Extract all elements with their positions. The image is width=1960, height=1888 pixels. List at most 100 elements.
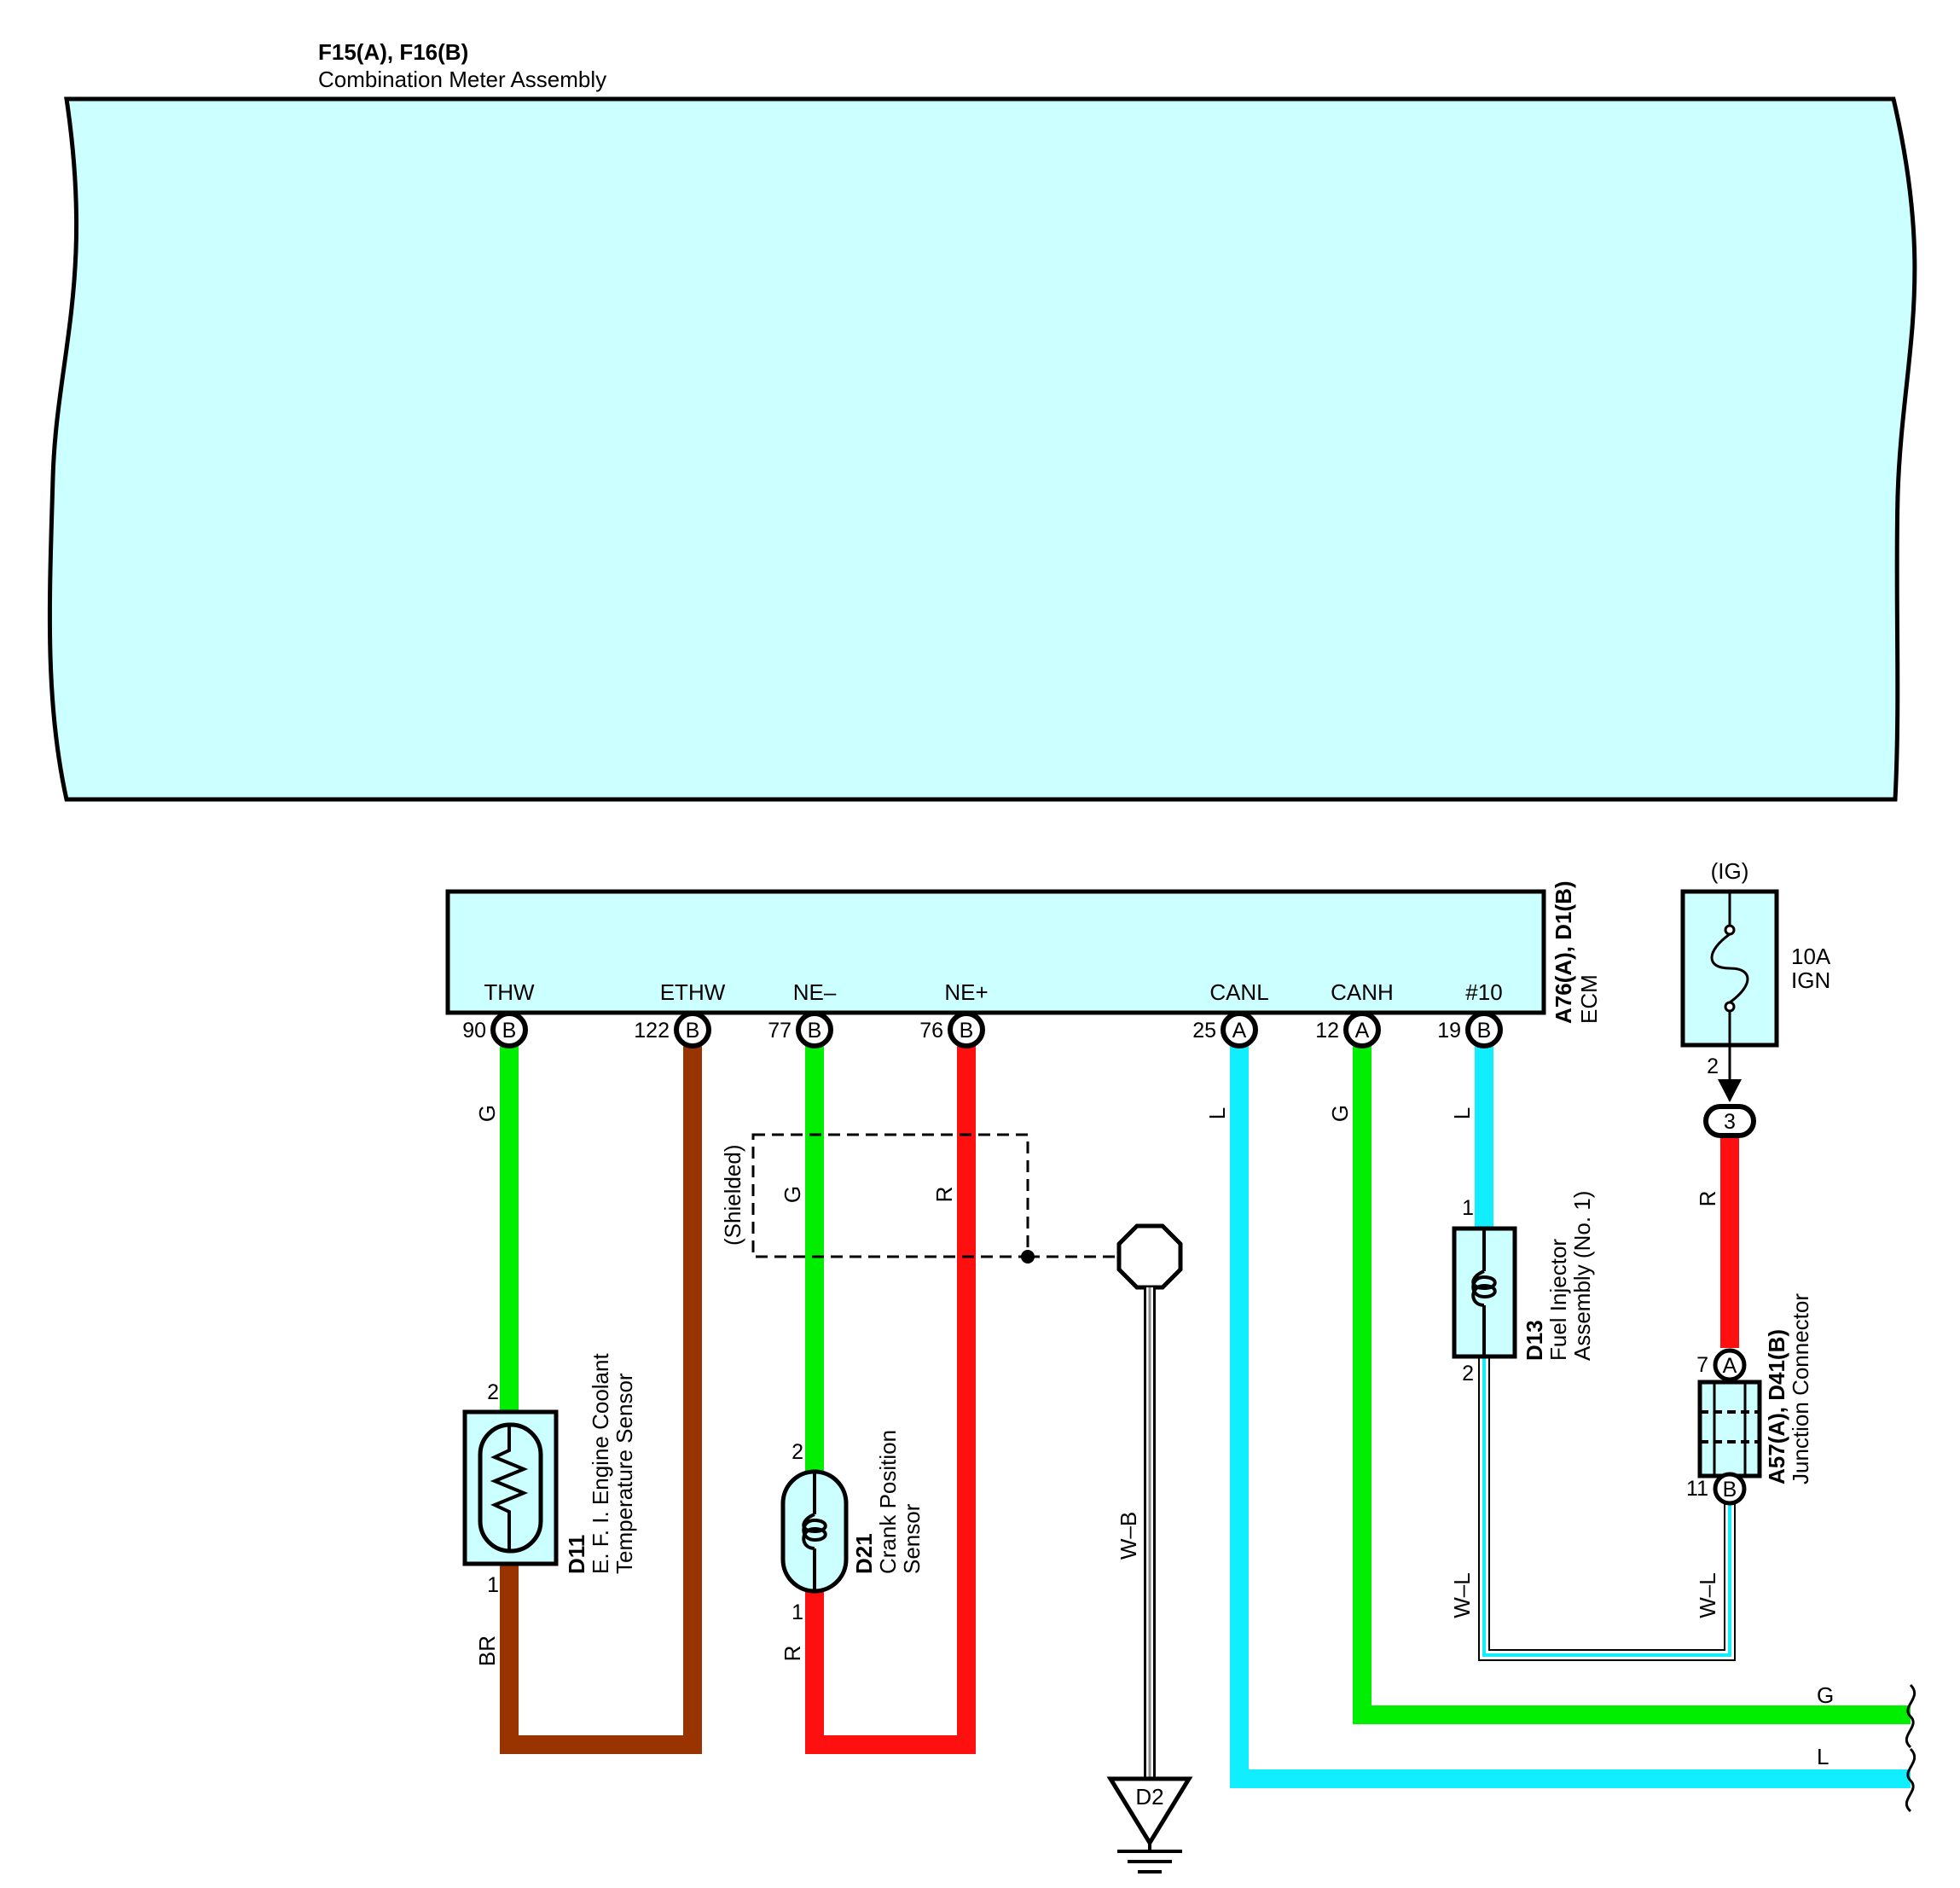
wire-label-bus-l: L	[1817, 1744, 1829, 1769]
fuse-dot-bottom	[1724, 1001, 1736, 1013]
coolant-pin-bottom: 1	[487, 1573, 499, 1597]
pin-conn-canl: A	[1232, 1019, 1247, 1043]
ecm-id: A76(A), D1(B)	[1551, 880, 1576, 1024]
wire-injector-return-fill	[1480, 1356, 1734, 1659]
junction-conn-top: A	[1723, 1354, 1737, 1378]
meter-subtitle: Combination Meter Assembly	[318, 67, 606, 92]
pin-conn-ne-plus: B	[960, 1019, 974, 1043]
wire-label-canh: G	[1327, 1105, 1353, 1122]
junction-box	[1697, 1380, 1762, 1478]
pin-conn-ne-minus: B	[808, 1019, 822, 1043]
injector-pin-top: 1	[1462, 1196, 1474, 1220]
wire-label-coolant-return: BR	[474, 1635, 500, 1666]
ecm-name: ECM	[1576, 974, 1602, 1024]
injector-pin-bottom: 2	[1462, 1362, 1474, 1386]
pin-circle-ne-minus	[796, 1011, 833, 1049]
fuse-circuit: (IG)	[1711, 858, 1749, 884]
coolant-pin-top: 2	[487, 1380, 499, 1404]
fuse-arrow-icon	[1718, 1079, 1742, 1102]
pin-circle-thw	[490, 1011, 528, 1049]
pin-num-canh: 12	[1315, 1019, 1339, 1043]
pin-circle-10	[1465, 1011, 1503, 1049]
terminal-canl-label: CANL	[1209, 979, 1268, 1005]
pin-num-canl: 25	[1192, 1019, 1216, 1043]
wire-label-canl: L	[1204, 1107, 1230, 1119]
ecm-box	[445, 889, 1546, 1015]
terminal-ne-plus-label: NE+	[944, 979, 988, 1005]
pin-conn-thw: B	[502, 1019, 517, 1043]
ecm-pins: B 90 B 122 B 77 B 76 A 25 A 12 B 19	[462, 1011, 1503, 1049]
terminal-10-label: #10	[1465, 979, 1502, 1005]
crank-pin-top: 2	[792, 1440, 803, 1464]
crank-id: D21	[851, 1533, 877, 1574]
terminal-canh-label: CANH	[1331, 979, 1394, 1005]
pin-num-ne-minus: 77	[768, 1019, 792, 1043]
wire-label-shield-ground: W–B	[1116, 1512, 1141, 1560]
coolant-line2: Temperature Sensor	[612, 1373, 637, 1574]
fuse-dot-top	[1724, 924, 1736, 936]
junction-id: A57(A), D41(B)	[1764, 1329, 1789, 1484]
wire-label-thw: G	[474, 1105, 500, 1122]
junction-pin-bottom: 11	[1686, 1477, 1708, 1501]
meter-title: F15(A), F16(B)	[318, 39, 468, 65]
terminal-thw-label: THW	[484, 979, 535, 1005]
pin-num-ethw: 122	[634, 1019, 670, 1043]
pin-num-10: 19	[1437, 1019, 1461, 1043]
junction-pin-top-circle	[1713, 1348, 1747, 1382]
combination-meter-box	[47, 96, 1917, 802]
pin-circle-canh	[1343, 1011, 1381, 1049]
terminal-ethw-label: ETHW	[660, 979, 726, 1005]
coolant-id: D11	[564, 1535, 589, 1574]
junction-pin-bottom-circle	[1713, 1472, 1747, 1506]
bus-g-end-icon	[1905, 1683, 1917, 1749]
junction-conn-bottom: B	[1723, 1478, 1737, 1502]
fuse-pin: 2	[1707, 1054, 1719, 1078]
fuse-connector	[1703, 1104, 1756, 1138]
wire-canh	[1353, 1045, 1911, 1724]
shield-box	[751, 1133, 1029, 1258]
pin-circle-canl	[1221, 1011, 1258, 1049]
fuse-rating: 10A	[1791, 944, 1831, 969]
fuse-name: IGN	[1791, 967, 1830, 993]
thermistor-resistor	[490, 1425, 529, 1551]
pin-circle-ethw	[674, 1011, 711, 1049]
junction-pin-top: 7	[1696, 1353, 1708, 1377]
wire-label-ign-feed: R	[1695, 1191, 1720, 1207]
shield-junction-dot	[1021, 1250, 1035, 1264]
bus-l-end-icon	[1905, 1747, 1917, 1813]
pin-num-ne-plus: 76	[919, 1019, 943, 1043]
terminal-ne-minus-label: NE–	[793, 979, 837, 1005]
injector-coil-icon	[1471, 1269, 1497, 1307]
injector-id: D13	[1522, 1320, 1547, 1361]
wire-label-ne-plus: R	[931, 1187, 957, 1203]
wire-label-injector-feed: L	[1449, 1107, 1475, 1119]
coolant-line1: E. F. I. Engine Coolant	[588, 1353, 613, 1574]
wire-label-ne-minus-bottom: R	[780, 1646, 805, 1662]
crank-line2: Sensor	[899, 1503, 925, 1574]
wire-injector-return	[1478, 1356, 1736, 1661]
injector-line1: Fuel Injector	[1545, 1239, 1571, 1361]
shielded-label: (Shielded)	[720, 1144, 745, 1246]
wire-canl	[1230, 1045, 1911, 1788]
fuse-icon	[1710, 932, 1749, 1004]
pin-conn-canh: A	[1355, 1019, 1370, 1043]
wire-label-junction-return: W–L	[1695, 1572, 1720, 1618]
ground-id: D2	[1135, 1784, 1163, 1810]
coil-icon	[802, 1513, 827, 1550]
shield-ground-connector	[1116, 1223, 1183, 1290]
crank-line1: Crank Position	[875, 1430, 901, 1574]
wire-label-injector-return: W–L	[1449, 1572, 1475, 1618]
pin-circle-ne-plus	[948, 1011, 985, 1049]
wire-label-bus-g: G	[1817, 1682, 1834, 1708]
wire-ne-plus-loop	[805, 1045, 976, 1754]
wire-injector-return-color	[1482, 1356, 1731, 1657]
pin-conn-ethw: B	[686, 1019, 700, 1043]
junction-name: Junction Connector	[1788, 1293, 1813, 1484]
wire-ethw-loop	[500, 1045, 702, 1754]
crank-pin-bottom: 1	[792, 1600, 803, 1624]
ground-triangle	[1106, 1776, 1193, 1847]
pin-conn-10: B	[1477, 1019, 1492, 1043]
fuse-connector-pin: 3	[1724, 1110, 1736, 1134]
